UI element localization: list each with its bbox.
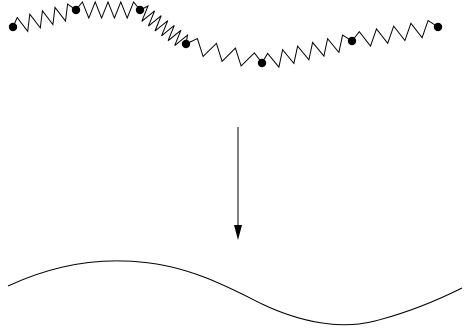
- spring: [139, 4, 189, 46]
- spring: [185, 37, 263, 67]
- springs-group: [12, 0, 439, 69]
- beads-group: [8, 5, 443, 68]
- downward-arrow: [234, 127, 242, 240]
- spring: [75, 0, 141, 20]
- bead-spring-chain: [8, 0, 443, 69]
- bead: [181, 39, 191, 49]
- spring: [12, 3, 77, 33]
- arrow-head: [234, 225, 242, 240]
- bead: [71, 5, 81, 15]
- bead: [257, 58, 267, 68]
- bead: [135, 5, 145, 15]
- bead: [8, 22, 18, 32]
- bead: [347, 36, 357, 46]
- spring: [351, 19, 439, 48]
- smooth-curve: [7, 260, 463, 326]
- bead: [433, 22, 443, 32]
- spring: [261, 34, 353, 69]
